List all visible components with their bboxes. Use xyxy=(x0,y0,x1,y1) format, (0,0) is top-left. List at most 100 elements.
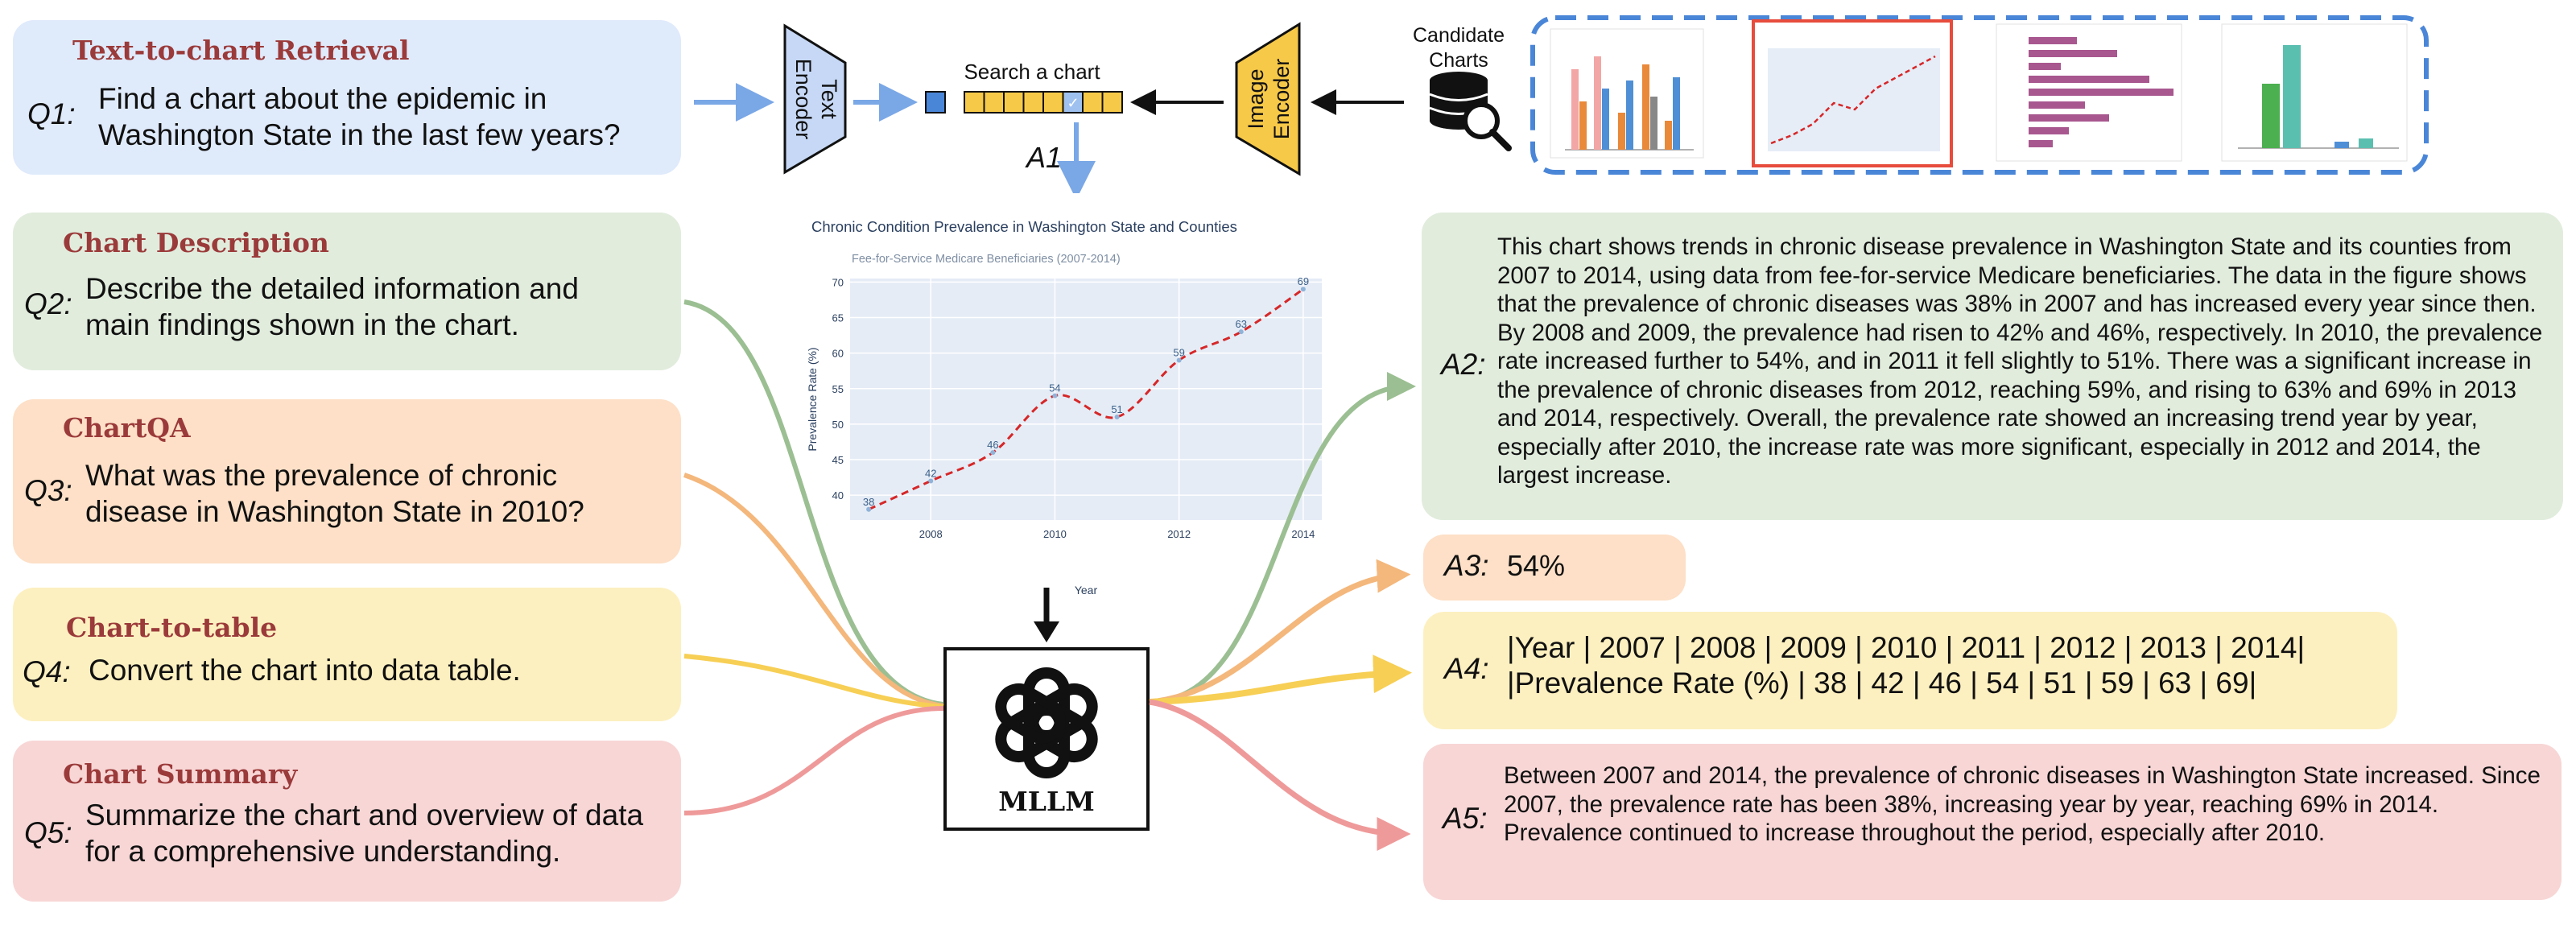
chartqa-title: ChartQA xyxy=(63,412,191,444)
y-tick-label: 40 xyxy=(832,489,844,502)
x-tick-label: 2008 xyxy=(919,528,943,540)
y-tick-label: 55 xyxy=(832,383,844,395)
candidate-charts-container xyxy=(1530,15,2429,175)
retrieval-pipeline: TextEncoder ✓ Search a chart ImageEncode… xyxy=(694,15,2429,193)
q2-connector xyxy=(683,299,944,707)
y-tick-label: 60 xyxy=(832,348,844,360)
chart-embedding-row: ✓ xyxy=(964,91,1123,114)
retrieval-question-box: Text-to-chart Retrieval Q1: Find a chart… xyxy=(13,20,681,175)
q5-label: Q5: xyxy=(24,816,72,849)
data-label: 59 xyxy=(1173,346,1184,358)
q1-text: Find a chart about the epidemic in Washi… xyxy=(98,82,621,151)
chart-title: Chronic Condition Prevalence in Washingt… xyxy=(811,218,1237,235)
a4-label: A4: xyxy=(1444,652,1489,685)
data-label: 51 xyxy=(1111,403,1122,415)
q3-connector xyxy=(683,473,944,708)
x-tick-label: 2010 xyxy=(1043,528,1067,540)
data-point xyxy=(928,478,934,484)
selected-embedding xyxy=(1064,93,1082,112)
data-label: 54 xyxy=(1049,382,1060,394)
data-label: 38 xyxy=(863,496,874,508)
y-tick-label: 45 xyxy=(832,454,844,466)
q5-connector xyxy=(683,706,944,815)
data-point xyxy=(866,506,872,512)
image-encoder-label: ImageEncoder xyxy=(1244,59,1294,140)
data-label: 63 xyxy=(1236,318,1247,330)
candidate-thumbnail-2-selected xyxy=(1752,19,1953,167)
a4-connector xyxy=(1149,654,1412,705)
data-point xyxy=(1176,357,1182,363)
q4-text: Convert the chart into data table. xyxy=(89,654,521,687)
a2-label: A2: xyxy=(1441,348,1486,381)
a2-text: This chart shows trends in chronic disea… xyxy=(1497,233,2543,489)
q3-label: Q3: xyxy=(24,474,72,507)
a3-label: A3: xyxy=(1444,549,1489,582)
data-point xyxy=(1300,287,1306,292)
data-point xyxy=(990,450,996,456)
text-encoder-label: TextEncoder xyxy=(791,59,841,140)
candidate-thumbnail-4 xyxy=(2221,23,2408,162)
chart-to-table-box: Chart-to-table Q4: Convert the chart int… xyxy=(13,588,681,721)
chart-subtitle: Fee-for-Service Medicare Beneficiaries (… xyxy=(852,253,1121,266)
series-points xyxy=(866,287,1306,512)
q4-label: Q4: xyxy=(23,655,71,688)
q1-label: Q1: xyxy=(27,97,76,130)
data-label: 42 xyxy=(925,467,936,479)
openai-logo-icon xyxy=(995,667,1098,778)
a5-label: A5: xyxy=(1443,802,1488,835)
prevalence-series-line xyxy=(868,287,1304,511)
retrieval-title: Text-to-chart Retrieval xyxy=(72,35,410,66)
q2-text: Describe the detailed information and ma… xyxy=(85,272,579,341)
search-label: Search a chart xyxy=(964,60,1100,84)
candidate-thumbnail-1 xyxy=(1550,28,1704,159)
chart-to-table-title: Chart-to-table xyxy=(66,612,278,643)
image-encoder-shape xyxy=(1235,22,1301,176)
query-embedding xyxy=(925,91,946,114)
q3-text: What was the prevalence of chronic disea… xyxy=(85,459,584,528)
chart-description-box: Chart Description Q2: Describe the detai… xyxy=(13,213,681,370)
x-tick-labels: 2008 2010 2012 2014 xyxy=(919,528,1315,540)
chronic-condition-chart: Chronic Condition Prevalence in Washingt… xyxy=(806,218,1322,596)
y-tick-labels: 40 45 50 55 60 65 70 xyxy=(832,276,844,502)
a5-box: A5: Between 2007 and 2014, the prevalenc… xyxy=(1423,744,2562,900)
a5-text: Between 2007 and 2014, the prevalence of… xyxy=(1504,762,2541,846)
x-axis-label: Year xyxy=(1075,584,1098,596)
a2-box: A2: This chart shows trends in chronic d… xyxy=(1422,213,2563,520)
a3-connector xyxy=(1149,559,1411,705)
chart-description-title: Chart Description xyxy=(63,227,329,258)
chartqa-box: ChartQA Q3: What was the prevalence of c… xyxy=(13,399,681,563)
text-encoder-shape xyxy=(783,23,847,175)
y-tick-label: 50 xyxy=(832,419,844,431)
q5-text: Summarize the chart and overview of data… xyxy=(85,799,644,868)
a2-connector xyxy=(1149,372,1416,704)
y-tick-label: 70 xyxy=(832,276,844,288)
a5-connector xyxy=(1149,699,1411,851)
a4-table-row-1: |Year | 2007 | 2008 | 2009 | 2010 | 2011… xyxy=(1507,631,2306,664)
candidate-thumbnail-3 xyxy=(1996,23,2182,162)
mllm-box: MLLM xyxy=(943,647,1150,831)
a4-table-row-2: |Prevalence Rate (%) | 38 | 42 | 46 | 54… xyxy=(1507,667,2257,700)
y-axis-label: Prevalence Rate (%) xyxy=(806,347,819,451)
y-tick-label: 65 xyxy=(832,312,844,324)
data-point xyxy=(1114,415,1120,420)
data-labels: 38 42 46 54 51 59 63 69 xyxy=(863,275,1309,508)
x-tick-label: 2014 xyxy=(1291,528,1315,540)
mllm-label: MLLM xyxy=(998,786,1095,817)
data-point xyxy=(1238,329,1244,335)
x-tick-label: 2012 xyxy=(1167,528,1191,540)
a4-box: A4: |Year | 2007 | 2008 | 2009 | 2010 | … xyxy=(1423,612,2397,729)
arrow-chart-to-mllm xyxy=(1034,588,1059,642)
check-icon: ✓ xyxy=(1067,95,1079,111)
chart-summary-title: Chart Summary xyxy=(63,758,298,790)
q4-connector xyxy=(683,654,944,709)
data-label: 46 xyxy=(987,439,998,451)
a3-box: A3: 54% xyxy=(1423,535,1686,601)
q2-label: Q2: xyxy=(24,287,72,320)
data-label: 69 xyxy=(1298,275,1309,287)
a3-text: 54% xyxy=(1507,549,1566,582)
data-point xyxy=(1052,393,1058,398)
a1-label: A1 xyxy=(1025,141,1062,174)
database-search-icon xyxy=(1429,72,1512,151)
